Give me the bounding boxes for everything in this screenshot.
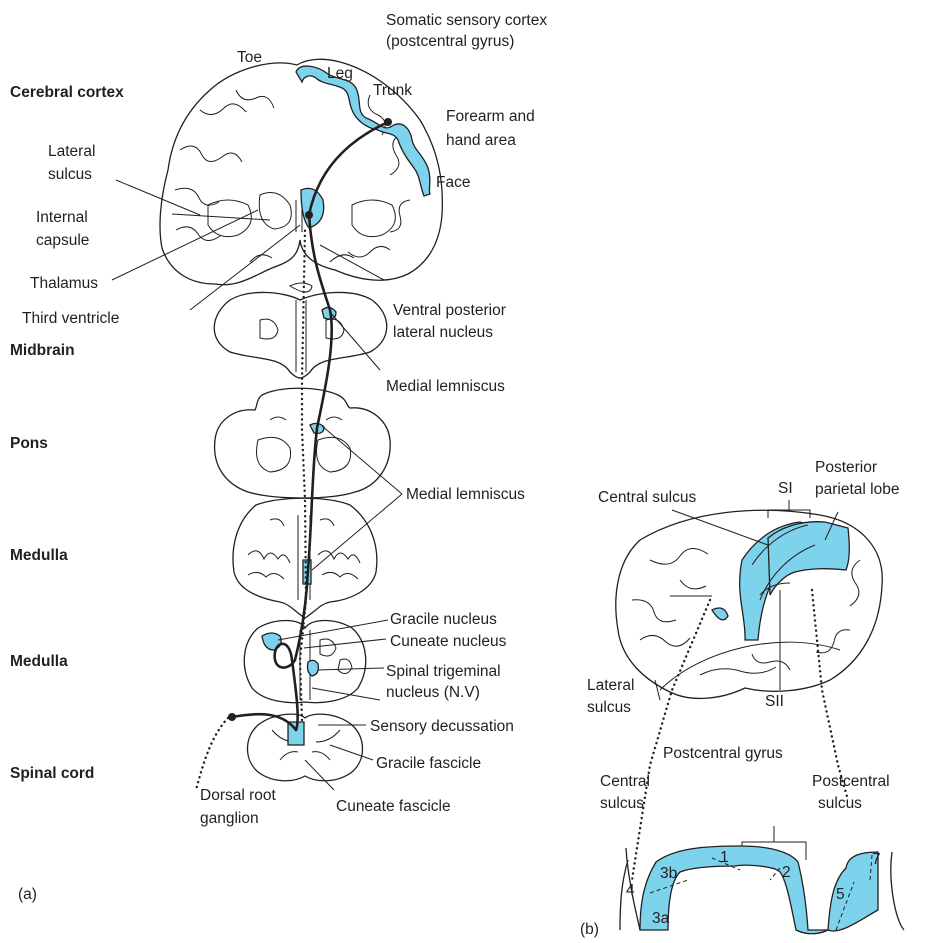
label-postcentral-sulcus-2: sulcus (818, 795, 862, 812)
label-dorsal-root-1: Dorsal root (200, 787, 276, 804)
label-trunk: Trunk (373, 82, 412, 99)
label-lateral-sulcus-b-2: sulcus (587, 699, 631, 716)
label-postcentral-gyrus: Postcentral gyrus (663, 745, 783, 762)
label-somatic-cortex-1: Somatic sensory cortex (386, 12, 547, 29)
area-5: 5 (836, 886, 845, 903)
label-face: Face (436, 174, 470, 191)
level-cerebral-cortex: Cerebral cortex (10, 84, 124, 101)
label-internal-capsule-2: capsule (36, 232, 89, 249)
level-medulla-upper: Medulla (10, 547, 68, 564)
panel-b-label: (b) (580, 921, 599, 938)
label-posterior-parietal-1: Posterior (815, 459, 877, 476)
spinal-cord-section (248, 714, 363, 781)
label-spinal-trigeminal-2: nucleus (N.V) (386, 684, 480, 701)
label-third-ventricle: Third ventricle (22, 310, 119, 327)
label-lateral-sulcus-2: sulcus (48, 166, 92, 183)
area-2: 2 (782, 864, 791, 881)
label-vpl-1: Ventral posterior (393, 302, 506, 319)
label-sii: SII (765, 693, 784, 710)
panel-a: Cerebral cortex Midbrain Pons Medulla Me… (10, 12, 547, 903)
area-4: 4 (626, 882, 635, 899)
panel-a-label: (a) (18, 886, 37, 903)
label-forearm-2: hand area (446, 132, 516, 149)
area-1: 1 (720, 849, 729, 866)
label-leg: Leg (327, 65, 353, 82)
label-cuneate-fascicle: Cuneate fascicle (336, 798, 451, 815)
label-central-sulcus-b-2: sulcus (600, 795, 644, 812)
label-vpl-2: lateral nucleus (393, 324, 493, 341)
level-medulla-lower: Medulla (10, 653, 68, 670)
label-gracile-fascicle: Gracile fascicle (376, 755, 481, 772)
label-spinal-trigeminal-1: Spinal trigeminal (386, 663, 501, 680)
label-internal-capsule-1: Internal (36, 209, 88, 226)
label-toe: Toe (237, 49, 262, 66)
label-sensory-decussation: Sensory decussation (370, 718, 514, 735)
midbrain-section (214, 283, 387, 378)
label-thalamus: Thalamus (30, 275, 98, 292)
medulla-lower-section (244, 621, 365, 703)
label-cuneate-nucleus: Cuneate nucleus (390, 633, 507, 650)
level-pons: Pons (10, 435, 48, 452)
label-lateral-sulcus-b-1: Lateral (587, 677, 634, 694)
label-forearm-1: Forearm and (446, 108, 535, 125)
label-posterior-parietal-2: parietal lobe (815, 481, 899, 498)
label-gracile-nucleus: Gracile nucleus (390, 611, 497, 628)
panel-b: 4 3a 3b 1 2 5 7 SI Posterior parietal lo… (580, 459, 904, 938)
area-7: 7 (872, 851, 881, 868)
label-lateral-sulcus-1: Lateral (48, 143, 95, 160)
level-midbrain: Midbrain (10, 342, 75, 359)
label-postcentral-sulcus-1: Postcentral (812, 773, 890, 790)
label-medial-lemniscus-1: Medial lemniscus (386, 378, 505, 395)
dorsal-root-dotted (196, 718, 228, 790)
area-3b: 3b (660, 865, 677, 882)
label-central-sulcus-top: Central sulcus (598, 489, 696, 506)
label-somatic-cortex-2: (postcentral gyrus) (386, 33, 514, 50)
label-medial-lemniscus-2: Medial lemniscus (406, 486, 525, 503)
label-si: SI (778, 480, 793, 497)
area-3a: 3a (652, 910, 670, 927)
label-dorsal-root-2: ganglion (200, 810, 259, 827)
label-central-sulcus-b-1: Central (600, 773, 650, 790)
level-spinal-cord: Spinal cord (10, 765, 94, 782)
postcentral-gyrus-cross-section: 4 3a 3b 1 2 5 7 (620, 846, 904, 934)
